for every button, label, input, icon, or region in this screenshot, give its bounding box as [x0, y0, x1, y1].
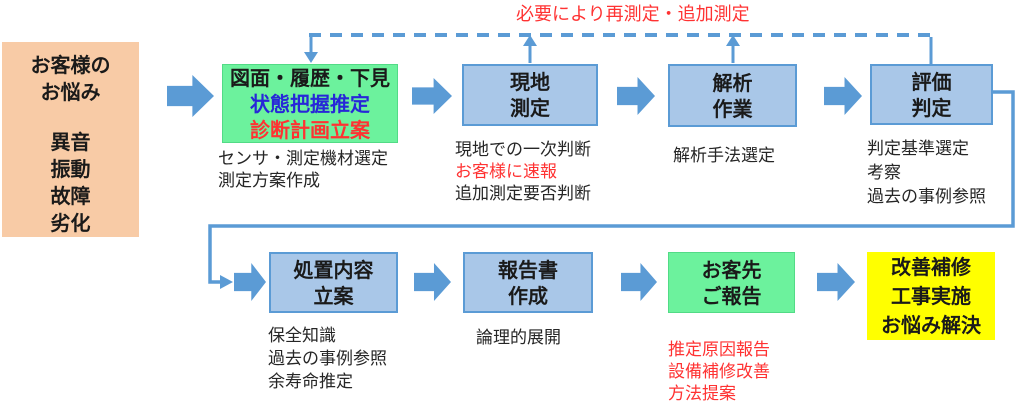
- treatment-notes: 保全知識 過去の事例参照 余寿命推定: [268, 325, 387, 394]
- box-line: 作業: [712, 96, 753, 121]
- onsite-measurement-box: 現地 測定: [462, 64, 598, 126]
- customer-problem-title-line: お客様の: [30, 53, 111, 77]
- box-line: 処置内容: [293, 257, 374, 282]
- box-line: 作成: [508, 283, 548, 308]
- onsite-notes: 現地での一次判断 お客様に速報 追加測定要否判断: [455, 139, 591, 205]
- customer-report-box: お客先 ご報告: [668, 252, 795, 313]
- flow-arrow: [817, 263, 855, 301]
- note-line: 過去の事例参照: [268, 349, 387, 369]
- flow-arrow: [234, 263, 266, 301]
- issue-item: 異音: [50, 130, 91, 154]
- box-line: 解析: [712, 70, 753, 95]
- flow-arrow: [824, 77, 862, 115]
- feedback-arrow-from-onsite: [523, 35, 537, 63]
- note-line: 追加測定要否判断: [455, 184, 591, 204]
- box-line: 測定: [510, 96, 550, 120]
- plan-box: 図面・履歴・下見 状態把握推定 診断計画立案: [222, 64, 398, 143]
- flow-arrow: [617, 77, 655, 115]
- note-line: 考察: [867, 163, 901, 183]
- box-line: 評価: [911, 69, 952, 94]
- report-box: 報告書 作成: [463, 252, 593, 313]
- customer-report-notes: 推定原因報告 設備補修改善 方法提案: [668, 339, 770, 405]
- flow-arrow: [414, 263, 451, 301]
- note-line: 判定基準選定: [867, 139, 969, 159]
- issue-item: 振動: [50, 157, 91, 181]
- evaluation-notes: 判定基準選定 考察 過去の事例参照: [867, 137, 986, 209]
- report-notes: 論理的展開: [476, 327, 561, 349]
- plan-box-line: 状態把握推定: [250, 91, 370, 116]
- plan-notes: センサ・測定機材選定 測定方案作成: [218, 148, 388, 192]
- issue-item: 劣化: [50, 211, 91, 235]
- note-line: センサ・測定機材選定: [218, 149, 388, 169]
- note-line: 解析手法選定: [673, 146, 775, 166]
- note-line: 保全知識: [268, 326, 336, 346]
- box-line: ご報告: [701, 283, 762, 308]
- note-line: 過去の事例参照: [867, 187, 986, 207]
- flow-arrow: [412, 78, 452, 114]
- plan-box-line: 図面・履歴・下見: [230, 65, 390, 90]
- feedback-label: 必要により再測定・追加測定: [516, 4, 750, 25]
- evaluation-box: 評価 判定: [870, 64, 993, 125]
- box-line: 現地: [510, 70, 550, 94]
- box-line: 改善補修: [891, 254, 971, 279]
- treatment-plan-box: 処置内容 立案: [269, 252, 398, 313]
- row-wrap-arrowhead: [220, 275, 233, 289]
- note-line: 現地での一次判断: [455, 140, 591, 160]
- box-line: 工事実施: [891, 283, 971, 308]
- note-line: お客様に速報: [455, 162, 557, 182]
- note-line: 推定原因報告: [668, 340, 770, 360]
- box-line: 立案: [313, 283, 354, 308]
- note-line: 余寿命推定: [268, 372, 353, 392]
- customer-problem-title-line: お悩み: [40, 80, 101, 104]
- note-line: 論理的展開: [476, 328, 561, 348]
- issue-item: 故障: [50, 184, 91, 208]
- box-line: お悩み解決: [881, 312, 981, 337]
- note-line: 設備補修改善: [668, 362, 770, 382]
- plan-box-line: 診断計画立案: [250, 117, 370, 142]
- flow-arrow: [167, 75, 214, 117]
- box-line: 判定: [911, 95, 952, 120]
- analysis-box: 解析 作業: [668, 64, 797, 127]
- box-line: お客先: [701, 257, 762, 282]
- note-line: 測定方案作成: [218, 171, 320, 191]
- resolution-box: 改善補修 工事実施 お悩み解決: [867, 252, 995, 340]
- note-line: 方法提案: [668, 384, 736, 404]
- analysis-notes: 解析手法選定: [673, 145, 775, 167]
- customer-problem-box: お客様の お悩み 異音 振動 故障 劣化: [2, 42, 139, 237]
- box-line: 報告書: [498, 257, 558, 282]
- feedback-arrow-from-analysis: [726, 35, 740, 63]
- flow-arrow: [621, 263, 657, 301]
- feedback-arrow-to-plan: [304, 37, 318, 63]
